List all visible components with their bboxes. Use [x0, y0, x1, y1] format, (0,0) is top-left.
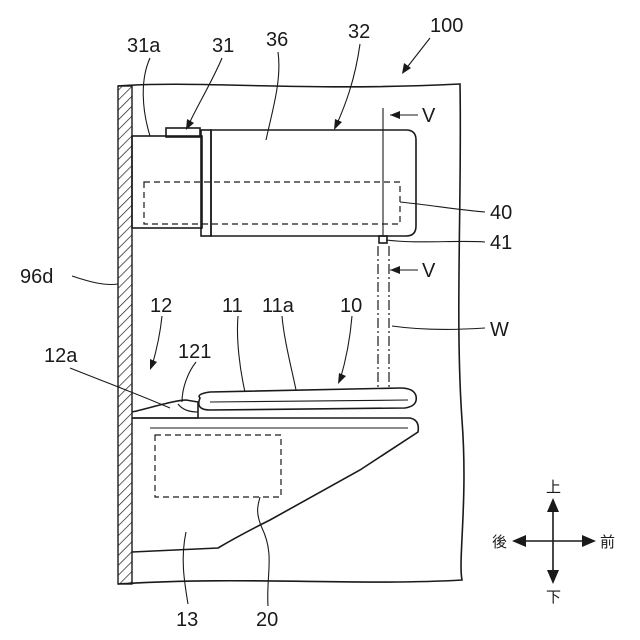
label-10: 10	[340, 295, 362, 317]
leader-10	[340, 316, 352, 380]
step-12	[132, 400, 198, 418]
direction-back: 後	[492, 533, 507, 551]
label-v-top: V	[422, 105, 436, 127]
unit-body-32	[211, 130, 416, 236]
label-v-bottom: V	[422, 260, 436, 282]
label-100: 100	[430, 15, 463, 37]
leader-32	[336, 44, 360, 126]
leader-arrowhead-10	[338, 373, 346, 384]
leader-96d	[72, 276, 118, 285]
compass-arrowhead-down	[547, 570, 559, 584]
label-12: 12	[150, 295, 172, 317]
label-121: 121	[178, 341, 211, 363]
label-41: 41	[490, 232, 512, 254]
tray-10	[199, 388, 417, 410]
module-40-dashed	[144, 182, 400, 224]
label-20: 20	[256, 609, 278, 631]
section-arrowhead-top	[390, 111, 400, 119]
direction-front: 前	[600, 533, 615, 551]
leader-31a	[143, 58, 150, 136]
leader-36	[266, 52, 279, 140]
compass-arrowhead-front	[582, 535, 596, 547]
leader-31	[188, 58, 222, 126]
leader-121	[182, 362, 196, 402]
leader-41	[386, 240, 485, 242]
section-arrowhead-bottom	[390, 266, 400, 274]
leader-arrowhead-12	[150, 359, 157, 370]
compass-arrowhead-back	[512, 535, 526, 547]
label-31: 31	[212, 35, 234, 57]
label-96d: 96d	[20, 266, 53, 288]
label-32: 32	[348, 21, 370, 43]
step-edge-121	[178, 404, 198, 412]
component-20-dashed	[155, 435, 281, 497]
label-11: 11	[222, 295, 243, 317]
leader-arrowhead-32	[334, 119, 342, 130]
leader-11a	[282, 316, 296, 390]
leader-40	[400, 202, 485, 212]
leader-20	[258, 497, 270, 606]
sensor-41	[379, 236, 387, 243]
leader-12	[152, 316, 162, 366]
label-13: 13	[176, 609, 198, 631]
label-12a: 12a	[44, 345, 78, 367]
leader-11	[237, 316, 245, 392]
label-31a: 31a	[127, 35, 161, 57]
leader-13	[183, 532, 188, 604]
label-40: 40	[490, 202, 512, 224]
label-36: 36	[266, 29, 288, 51]
wall-96d	[118, 86, 132, 584]
compass-arrowhead-up	[547, 498, 559, 512]
leader-W	[392, 326, 485, 329]
label-11a: 11a	[262, 295, 295, 317]
tray-lip-11a	[210, 400, 408, 402]
leader-100	[405, 38, 430, 70]
direction-up: 上	[546, 478, 561, 496]
label-w: W	[490, 319, 509, 341]
direction-down: 下	[546, 588, 561, 606]
lower-body-13	[132, 418, 418, 552]
